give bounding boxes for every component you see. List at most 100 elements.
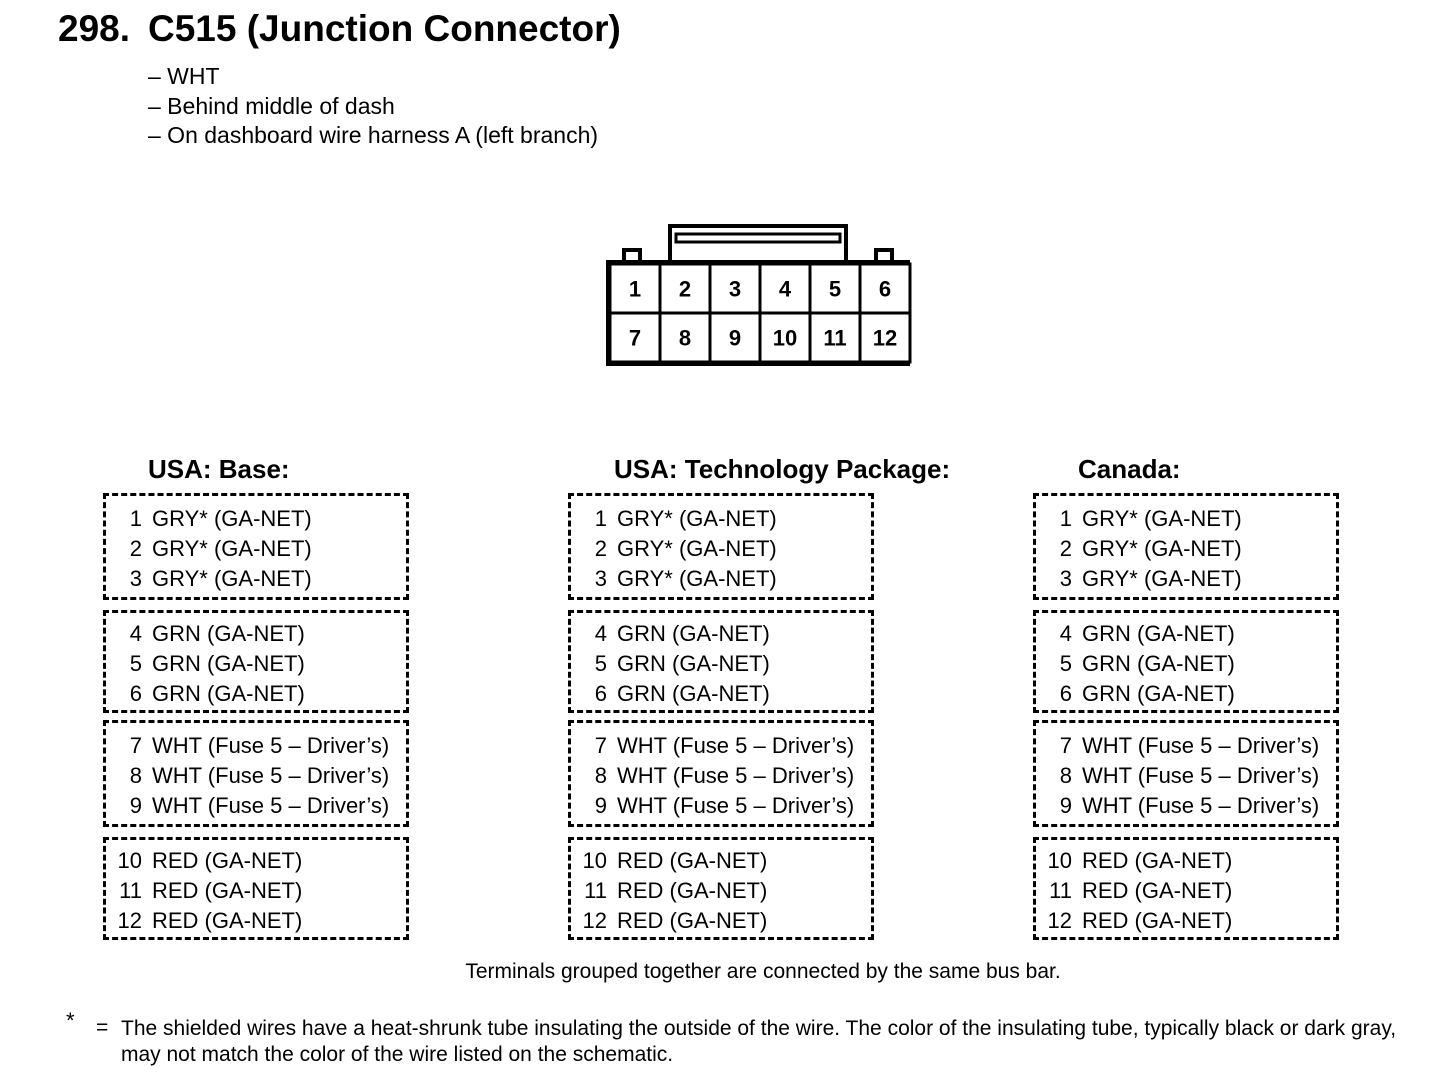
cavity-number: 10 bbox=[773, 326, 797, 351]
terminal-number: 5 bbox=[1059, 651, 1072, 676]
cavity-number: 1 bbox=[629, 277, 641, 302]
group-title-usa-tech: USA: Technology Package: bbox=[614, 454, 951, 484]
group-title-usa-base: USA: Base: bbox=[148, 454, 290, 484]
wire-description: WHT (Fuse 5 – Driver’s) bbox=[1082, 793, 1320, 818]
wire-description: WHT (Fuse 5 – Driver’s) bbox=[152, 763, 390, 788]
page-title: C515 (Junction Connector) bbox=[148, 8, 621, 49]
group-title-canada: Canada: bbox=[1078, 454, 1181, 484]
wire-description: RED (GA-NET) bbox=[617, 908, 768, 933]
terminal-number: 1 bbox=[594, 506, 607, 531]
connector-cavity bbox=[858, 311, 912, 364]
wire-description: GRY* (GA-NET) bbox=[152, 506, 312, 531]
terminal-number: 3 bbox=[1059, 566, 1072, 591]
terminal-number: 10 bbox=[117, 848, 142, 873]
terminal-number: 8 bbox=[594, 763, 607, 788]
terminal-number: 1 bbox=[129, 506, 142, 531]
footnote-text: The shielded wires have a heat-shrunk tu… bbox=[121, 1017, 1397, 1066]
connector-cavity bbox=[858, 262, 912, 315]
connector-latch-outer bbox=[668, 224, 848, 266]
terminal-number: 9 bbox=[594, 793, 607, 818]
wire-description: RED (GA-NET) bbox=[152, 848, 303, 873]
terminal-number: 10 bbox=[1047, 848, 1072, 873]
wire-description: RED (GA-NET) bbox=[152, 908, 303, 933]
terminal-number: 7 bbox=[594, 733, 607, 758]
cavity-number: 9 bbox=[729, 326, 741, 351]
terminal-number: 5 bbox=[594, 651, 607, 676]
wire-description: GRY* (GA-NET) bbox=[152, 566, 312, 591]
connector-cavity bbox=[808, 311, 862, 364]
connector-cavity bbox=[808, 262, 862, 315]
terminal-number: 12 bbox=[582, 908, 607, 933]
wire-description: WHT (Fuse 5 – Driver’s) bbox=[1082, 763, 1320, 788]
terminal-number: 1 bbox=[1059, 506, 1072, 531]
wire-description: GRN (GA-NET) bbox=[1082, 681, 1235, 706]
terminal-number: 8 bbox=[129, 763, 142, 788]
footnote-equals: = bbox=[96, 1016, 109, 1039]
connector-details: – WHT – Behind middle of dash – On dashb… bbox=[148, 62, 598, 151]
terminal-number: 12 bbox=[117, 908, 142, 933]
connector-cavity bbox=[758, 262, 812, 315]
detail-harness: – On dashboard wire harness A (left bran… bbox=[148, 122, 599, 148]
bus-bar-caption: Terminals grouped together are connected… bbox=[465, 960, 1061, 983]
wire-description: WHT (Fuse 5 – Driver’s) bbox=[617, 793, 855, 818]
terminal-number: 2 bbox=[594, 536, 607, 561]
wire-description: RED (GA-NET) bbox=[617, 878, 768, 903]
wire-description: WHT (Fuse 5 – Driver’s) bbox=[617, 763, 855, 788]
wire-description: RED (GA-NET) bbox=[1082, 848, 1233, 873]
wire-description: GRN (GA-NET) bbox=[1082, 651, 1235, 676]
terminal-number: 2 bbox=[1059, 536, 1072, 561]
terminal-number: 6 bbox=[129, 681, 142, 706]
terminal-number: 3 bbox=[594, 566, 607, 591]
wire-description: GRN (GA-NET) bbox=[617, 681, 770, 706]
terminal-number: 6 bbox=[1059, 681, 1072, 706]
cavity-number: 6 bbox=[879, 277, 891, 302]
wire-description: GRN (GA-NET) bbox=[1082, 621, 1235, 646]
connector-latch-inner bbox=[674, 232, 842, 244]
terminal-number: 11 bbox=[584, 878, 607, 903]
wire-description: GRN (GA-NET) bbox=[617, 621, 770, 646]
section-number: 298. bbox=[58, 8, 131, 49]
wire-description: WHT (Fuse 5 – Driver’s) bbox=[152, 793, 390, 818]
wire-description: GRY* (GA-NET) bbox=[1082, 566, 1242, 591]
connector-cavity bbox=[658, 311, 712, 364]
terminal-number: 4 bbox=[594, 621, 607, 646]
terminal-number: 7 bbox=[1059, 733, 1072, 758]
wire-description: GRY* (GA-NET) bbox=[1082, 506, 1242, 531]
wire-description: WHT (Fuse 5 – Driver’s) bbox=[152, 733, 390, 758]
wire-description: RED (GA-NET) bbox=[617, 848, 768, 873]
wire-description: GRN (GA-NET) bbox=[152, 621, 305, 646]
wire-description: WHT (Fuse 5 – Driver’s) bbox=[1082, 733, 1320, 758]
wire-description: RED (GA-NET) bbox=[152, 878, 303, 903]
terminal-number: 12 bbox=[1047, 908, 1072, 933]
terminal-number: 4 bbox=[129, 621, 142, 646]
detail-color: – WHT bbox=[148, 63, 220, 89]
terminal-number: 6 bbox=[594, 681, 607, 706]
terminal-number: 9 bbox=[129, 793, 142, 818]
terminal-number: 11 bbox=[1049, 878, 1072, 903]
terminal-number: 11 bbox=[119, 878, 142, 903]
cavity-number: 4 bbox=[779, 277, 792, 302]
wire-description: GRN (GA-NET) bbox=[617, 651, 770, 676]
wire-description: GRN (GA-NET) bbox=[152, 681, 305, 706]
wire-description: GRY* (GA-NET) bbox=[617, 566, 777, 591]
cavity-number: 12 bbox=[873, 326, 897, 351]
cavity-number: 11 bbox=[823, 326, 846, 351]
terminal-number: 9 bbox=[1059, 793, 1072, 818]
cavity-number: 2 bbox=[679, 277, 691, 302]
wire-description: GRY* (GA-NET) bbox=[617, 506, 777, 531]
footnote-symbol: * bbox=[66, 1008, 75, 1033]
wire-description: GRY* (GA-NET) bbox=[1082, 536, 1242, 561]
connector-cavity bbox=[758, 311, 812, 364]
wire-description: RED (GA-NET) bbox=[1082, 908, 1233, 933]
wire-description: RED (GA-NET) bbox=[1082, 878, 1233, 903]
wire-description: WHT (Fuse 5 – Driver’s) bbox=[617, 733, 855, 758]
